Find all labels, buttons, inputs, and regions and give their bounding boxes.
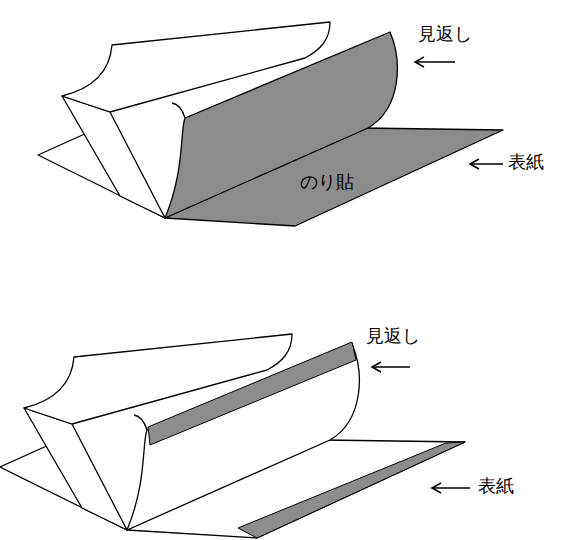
pointer-arrow: [372, 366, 410, 368]
glue-label: のり貼: [300, 172, 354, 193]
arrow-head: [470, 159, 479, 169]
endpaper-curl: [134, 415, 147, 430]
text-block-side: [24, 408, 127, 530]
glue-strip-cover: [238, 442, 465, 538]
book-top: [38, 22, 503, 226]
cover-label: 表紙: [508, 152, 544, 173]
endpaper-label: 見返し: [366, 326, 420, 347]
endpaper: [165, 32, 397, 218]
arrow-head: [372, 362, 381, 372]
book-bottom: [0, 334, 465, 538]
endpaper-curl: [172, 103, 185, 118]
pointer-arrow: [432, 487, 470, 489]
text-block-side: [62, 96, 165, 218]
arrow-head: [415, 57, 424, 67]
cover-label: 表紙: [478, 476, 514, 497]
arrow-head: [432, 483, 441, 493]
pointer-arrows: [372, 57, 503, 493]
endpaper-label: 見返し: [418, 24, 472, 45]
pointer-arrow: [470, 163, 503, 165]
glue-strip-endpaper: [148, 342, 356, 445]
pointer-arrow: [415, 61, 455, 63]
